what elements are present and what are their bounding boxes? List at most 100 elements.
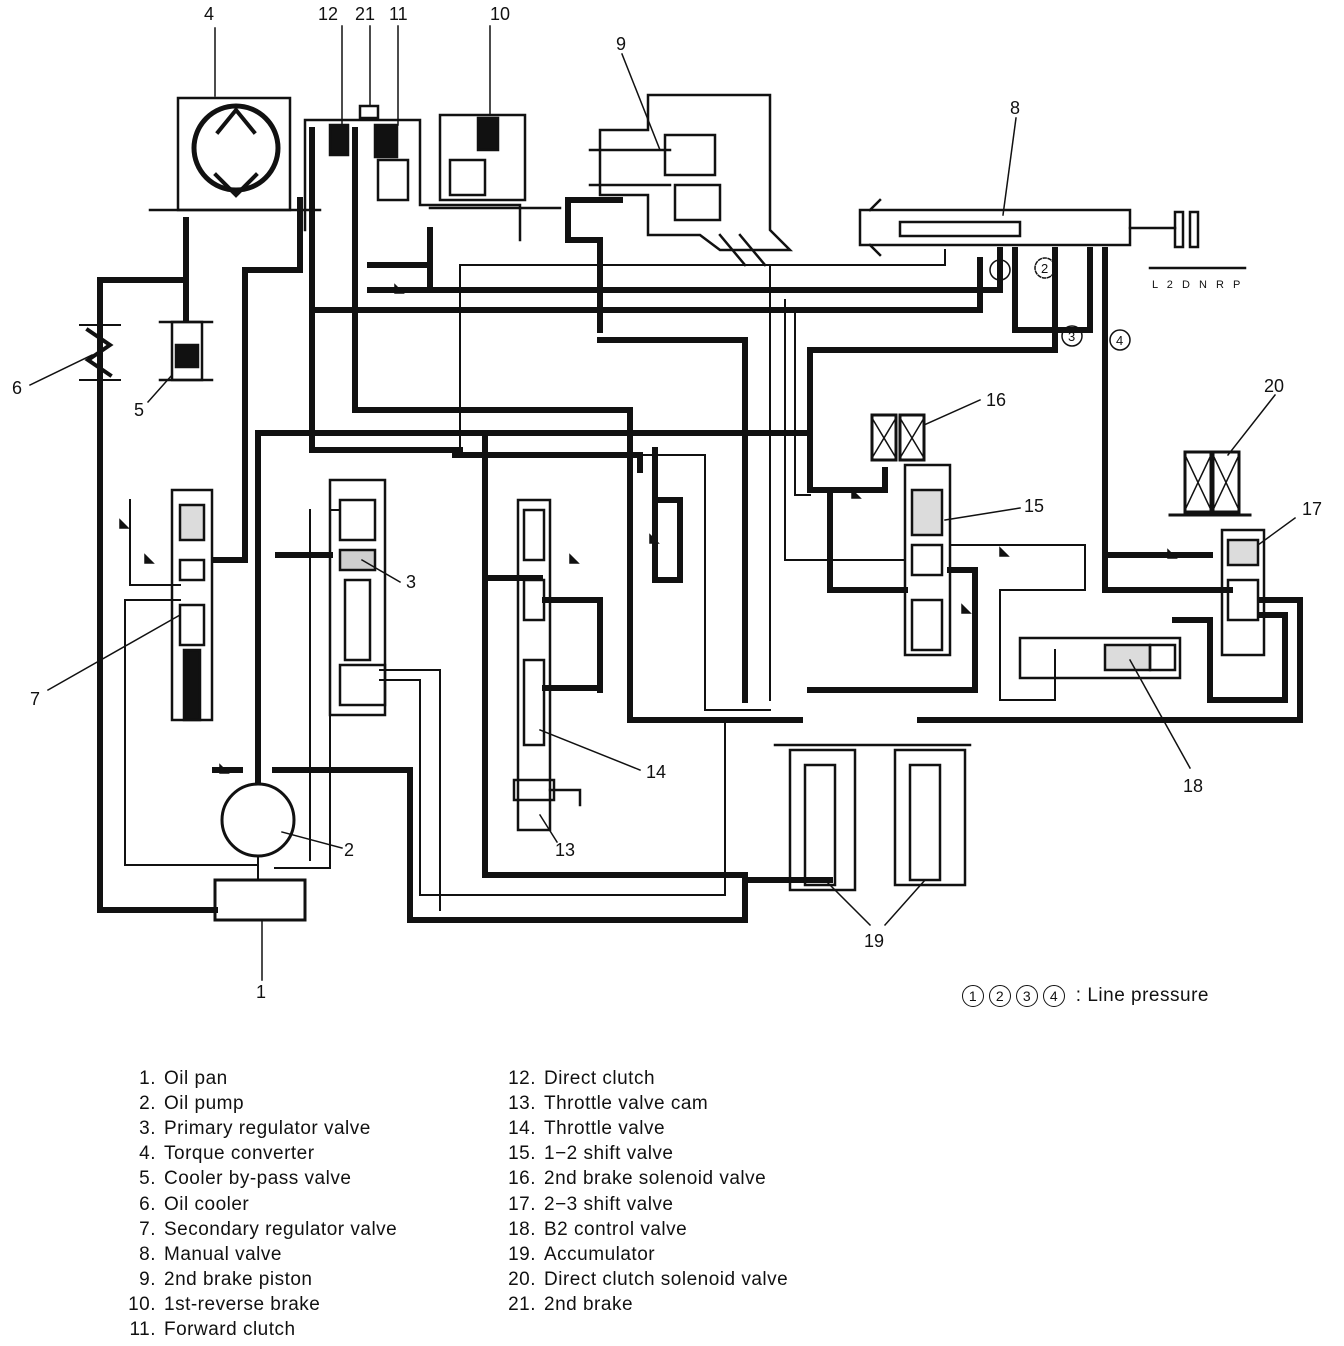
legend-number: 2.: [139, 1093, 156, 1115]
legend-number: 12.: [508, 1068, 536, 1089]
callout-6: 6: [12, 378, 22, 398]
callout-17: 17: [1302, 499, 1322, 519]
one-two-shift-valve: [903, 463, 952, 657]
callout-9: 9: [616, 34, 626, 54]
pressure-marks: [989, 257, 1131, 351]
legend-label: Torque converter: [164, 1143, 315, 1165]
legend-number: 14.: [508, 1118, 536, 1140]
legend-item: 11. Forward clutch: [110, 1319, 296, 1341]
legend-item: 17. 2−3 shift valve: [490, 1194, 674, 1216]
accumulators: [773, 743, 972, 892]
legend-label: Secondary regulator valve: [164, 1218, 398, 1240]
legend-number: 13.: [508, 1093, 536, 1115]
legend-item: 18.B2 control valve: [490, 1219, 687, 1241]
legend-number: 9.: [139, 1268, 156, 1290]
pressure-mark-4: 4: [1116, 333, 1123, 348]
legend-label: Primary regulator valve: [164, 1118, 371, 1140]
legend-label: Cooler by-pass valve: [164, 1168, 352, 1190]
legend-number: 17.: [508, 1193, 536, 1215]
direct-clutch-solenoid: [1168, 450, 1252, 517]
legend-item: 2. Oil pump: [110, 1093, 244, 1115]
legend-item: 9.2nd brake piston: [110, 1269, 313, 1291]
callout-18: 18: [1183, 776, 1203, 796]
secondary-regulator-valve: [170, 488, 214, 722]
legend-number: 11.: [129, 1319, 156, 1340]
legend-item: 13. Throttle valve cam: [490, 1093, 708, 1115]
legend-item: 1.Oil pan: [110, 1068, 228, 1090]
thin-oil-lines: [124, 249, 1086, 911]
pressure-mark-2: 2: [1041, 261, 1048, 276]
b2-control-valve: [1018, 636, 1182, 680]
callout-10: 10: [490, 4, 510, 24]
primary-regulator-valve: [328, 478, 387, 717]
two-three-shift-valve: [1220, 528, 1266, 657]
legend-item: 14. Throttle valve: [490, 1118, 665, 1140]
pressure-mark-1: 1: [996, 263, 1003, 278]
legend-item: 5.Cooler by-pass valve: [110, 1168, 351, 1190]
legend-number: 6.: [139, 1193, 156, 1215]
callout-11: 11: [389, 4, 408, 24]
second-brake-solenoid: [870, 413, 926, 462]
check-valve-marks: [119, 283, 1178, 774]
thick-oil-lines: [97, 127, 1303, 923]
throttle-valve: [512, 498, 582, 832]
legend-label: 1−2 shift valve: [544, 1143, 674, 1165]
callout-15: 15: [1024, 496, 1044, 516]
callout-19: 19: [864, 931, 884, 951]
legend-number: 7.: [139, 1218, 156, 1240]
legend-number: 1.: [139, 1068, 156, 1089]
torque-converter: [148, 96, 322, 212]
oil-cooler: [79, 324, 121, 381]
legend-label: Accumulator: [544, 1243, 656, 1265]
legend-item: 4.Torque converter: [110, 1143, 315, 1165]
cooler-bypass-valve: [158, 320, 214, 382]
second-brake-piston: [588, 93, 794, 267]
legend-number: 21.: [508, 1293, 536, 1315]
first-reverse-brake: [428, 113, 562, 210]
pressure-mark-3: 3: [1068, 329, 1075, 344]
oil-pan: [213, 878, 307, 922]
circle-2: 2: [989, 985, 1011, 1007]
legend-number: 20.: [508, 1268, 536, 1290]
legend-item: 12. Direct clutch: [490, 1068, 655, 1090]
circle-1: 1: [962, 985, 984, 1007]
legend-item: 19. Accumulator: [490, 1244, 655, 1266]
legend-label: 1st-reverse brake: [164, 1293, 321, 1315]
callout-2: 2: [344, 840, 354, 860]
legend-label: 2−3 shift valve: [544, 1193, 674, 1215]
legend-number: 3.: [139, 1118, 156, 1140]
legend-item: 21. 2nd brake: [490, 1294, 633, 1316]
direct-clutch-forward-clutch: [303, 104, 522, 242]
legend-item: 8.Manual valve: [110, 1244, 282, 1266]
legend-item: 15. 1−2 shift valve: [490, 1143, 674, 1165]
callout-21: 21: [355, 4, 375, 24]
legend-label: Throttle valve: [544, 1118, 666, 1140]
callout-8: 8: [1010, 98, 1020, 118]
legend-label: Direct clutch: [544, 1068, 656, 1089]
legend-number: 16.: [508, 1168, 536, 1190]
legend-item: 10.1st-reverse brake: [110, 1294, 320, 1316]
callout-numbers: 4 12 21 11 10 9 8 6 5 16 20 15 17 3 7 14…: [12, 4, 1322, 1002]
callout-7: 7: [30, 689, 40, 709]
legend-label: 2nd brake solenoid valve: [544, 1168, 767, 1190]
legend-item: 16. 2nd brake solenoid valve: [490, 1168, 766, 1190]
circle-4: 4: [1043, 985, 1065, 1007]
callout-3: 3: [406, 572, 416, 592]
legend-number: 8.: [139, 1243, 156, 1265]
pressure-mark-labels: 1 2 3 4: [996, 261, 1123, 348]
legend-label: 2nd brake: [544, 1293, 634, 1315]
legend-label: Throttle valve cam: [544, 1093, 709, 1115]
callout-5: 5: [134, 400, 144, 420]
legend-number: 18.: [508, 1218, 536, 1240]
callout-14: 14: [646, 762, 666, 782]
circle-3: 3: [1016, 985, 1038, 1007]
legend-label: Oil pump: [164, 1093, 245, 1115]
legend-number: 19.: [508, 1243, 536, 1265]
callout-13: 13: [555, 840, 575, 860]
legend-number: 15.: [508, 1143, 536, 1165]
legend-label: Forward clutch: [164, 1319, 296, 1340]
callout-16: 16: [986, 390, 1006, 410]
shift-positions-label: L 2 D N R P: [1152, 279, 1243, 291]
